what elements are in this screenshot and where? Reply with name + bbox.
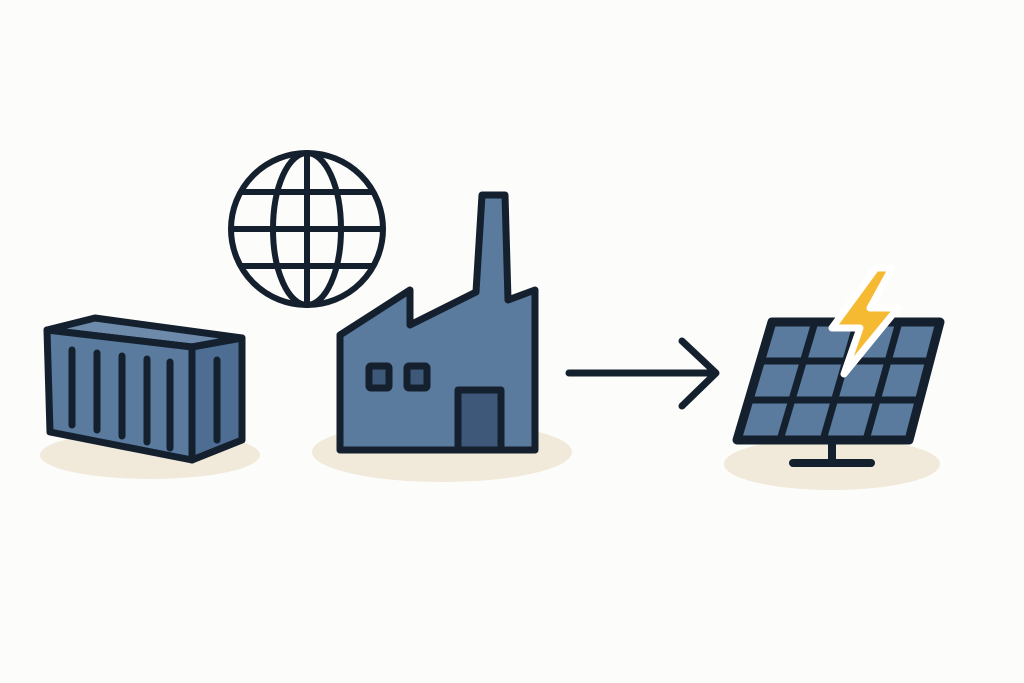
shipping-container-icon — [43, 314, 246, 464]
factory-door — [454, 386, 505, 454]
factory-window — [365, 362, 393, 392]
arrow-right-icon — [565, 337, 720, 410]
lightning-bolt-icon — [828, 264, 902, 378]
factory-window — [403, 362, 431, 392]
globe-icon — [228, 150, 386, 308]
factory-icon — [336, 191, 539, 454]
solar-panel-icon — [732, 317, 945, 467]
